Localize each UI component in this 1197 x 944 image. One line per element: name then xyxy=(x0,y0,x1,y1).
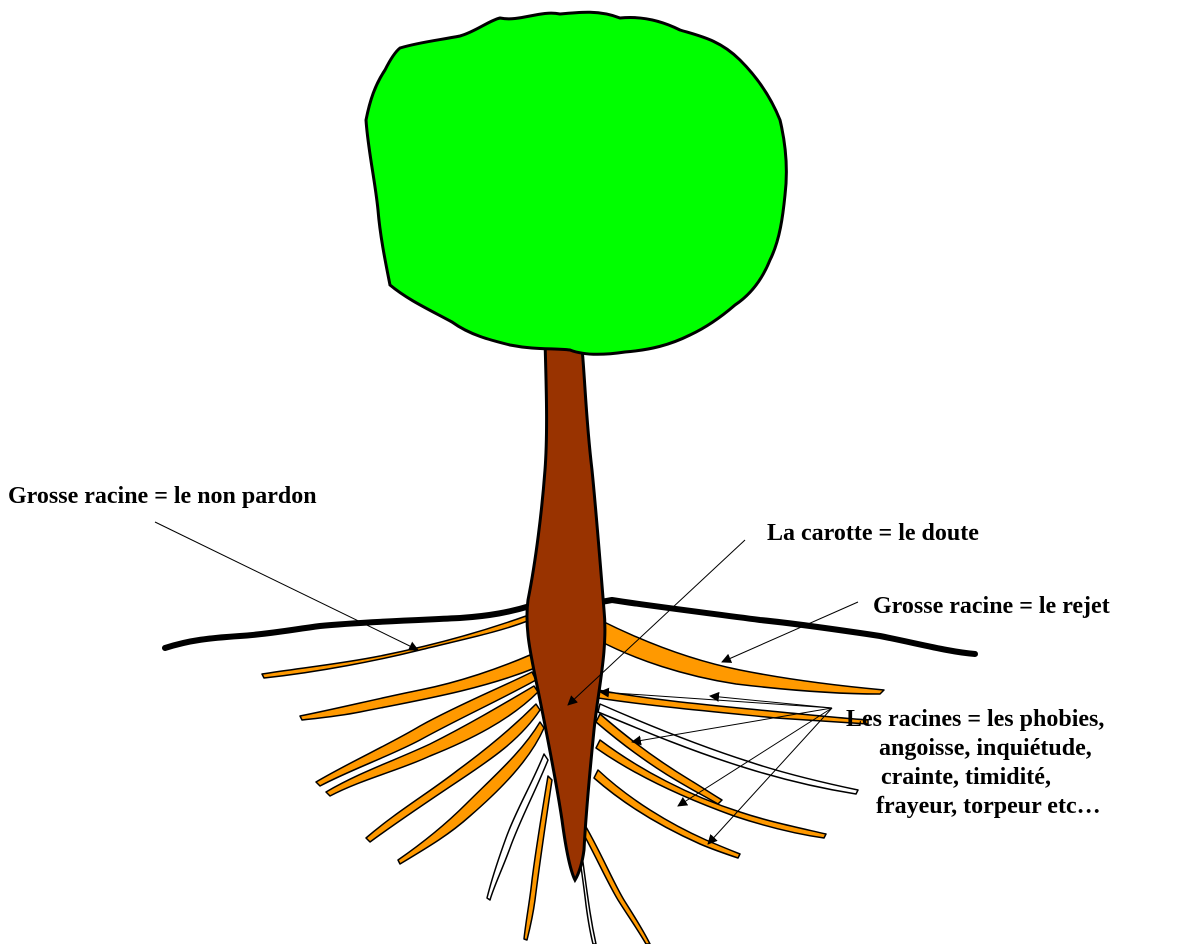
root-right-5 xyxy=(593,769,741,859)
label-racines: Les racines = les phobies, angoisse, inq… xyxy=(846,705,1104,821)
pointer-racines-4 xyxy=(707,707,833,845)
label-racines-line-1: Les racines = les phobies, xyxy=(846,706,1105,732)
pointer-racines-3 xyxy=(677,707,833,807)
label-racines-line-2: angoisse, inquiétude, xyxy=(879,735,1092,761)
root-right-1 xyxy=(597,689,869,725)
pointer-carotte xyxy=(567,539,746,706)
pointer-non-pardon xyxy=(154,521,419,651)
label-carotte: La carotte = le doute xyxy=(767,520,979,546)
trunk xyxy=(525,338,607,884)
root-right-2 xyxy=(597,703,859,795)
root-bottom-2 xyxy=(577,819,651,944)
main-roots xyxy=(261,615,885,695)
label-racines-line-3: crainte, timidité, xyxy=(881,764,1051,790)
root-left-1 xyxy=(299,654,536,721)
foliage xyxy=(364,10,788,356)
root-right-4 xyxy=(595,739,827,839)
root-left-5 xyxy=(397,721,545,865)
root-left-3 xyxy=(325,685,539,797)
pointer-racines-5 xyxy=(599,687,833,709)
label-racines-line-4: frayeur, torpeur etc… xyxy=(876,793,1101,819)
pointers xyxy=(154,521,859,845)
root-left-7 xyxy=(523,775,553,941)
root-left-4 xyxy=(365,703,541,843)
pointer-racines-2 xyxy=(631,707,833,746)
big-root-non-pardon xyxy=(261,615,531,679)
pointer-racines-1 xyxy=(709,691,833,709)
root-left-2 xyxy=(315,671,537,787)
root-left-6 xyxy=(486,753,549,901)
label-non-pardon: Grosse racine = le non pardon xyxy=(8,483,317,509)
label-rejet: Grosse racine = le rejet xyxy=(873,593,1110,619)
pointer-rejet xyxy=(721,601,859,663)
big-root-rejet xyxy=(597,619,885,695)
